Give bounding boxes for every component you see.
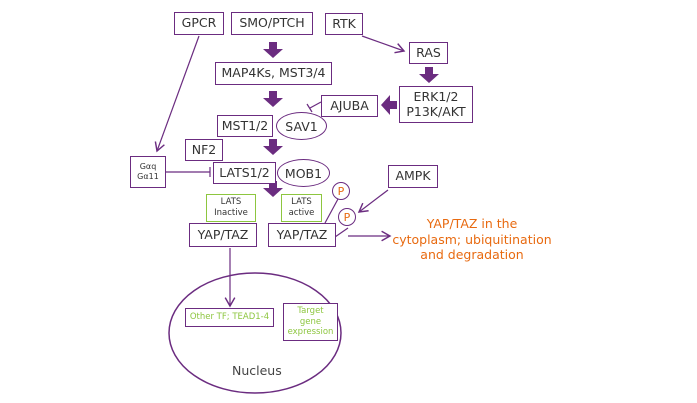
degradation-line-1: YAP/TAZ in the bbox=[426, 216, 518, 231]
degradation-label: YAP/TAZ in the cytoplasm; ubiquitination… bbox=[374, 216, 570, 263]
ras-to-erk-arrow bbox=[419, 67, 439, 83]
mst12-node: MST1/2 bbox=[217, 115, 273, 137]
pi3k-label: P13K/AKT bbox=[406, 103, 466, 119]
mob1-node: MOB1 bbox=[277, 159, 330, 187]
yap-taz-right-node: YAP/TAZ bbox=[268, 223, 336, 247]
lats-active-label-2: active bbox=[288, 208, 315, 218]
nucleus-ellipse bbox=[168, 272, 342, 394]
lats-inactive-label-2: Inactive bbox=[214, 208, 248, 218]
ampk-node: AMPK bbox=[388, 165, 438, 188]
rtk-node: RTK bbox=[325, 13, 363, 35]
ampk-to-p-arrow bbox=[357, 189, 389, 213]
gaq-label: Gαq bbox=[139, 161, 157, 171]
target-label-2: gene bbox=[299, 316, 322, 327]
gpcr-to-gaq-arrow bbox=[154, 35, 200, 153]
other-tf-box: Other TF; TEAD1-4 bbox=[185, 308, 274, 327]
target-label-1: Target bbox=[297, 306, 324, 317]
erk-label: ERK1/2 bbox=[413, 89, 459, 105]
lats-to-yap-arrow bbox=[263, 181, 283, 197]
target-gene-box: Target gene expression bbox=[283, 303, 338, 341]
ajuba-inhibit-line bbox=[309, 101, 322, 109]
nf2-node: NF2 bbox=[185, 139, 223, 161]
mst-to-lats-arrow bbox=[263, 139, 283, 155]
target-label-3: expression bbox=[287, 327, 334, 338]
ga11-label: Gα11 bbox=[137, 172, 159, 181]
erk-to-ajuba-arrow bbox=[381, 95, 397, 115]
lats-active-box: LATS active bbox=[281, 194, 322, 222]
gpcr-node: GPCR bbox=[174, 12, 224, 35]
map4k-to-mst-arrow bbox=[263, 91, 283, 107]
lats-inactive-label-1: LATS bbox=[220, 197, 242, 208]
ras-node: RAS bbox=[409, 42, 448, 64]
lats-active-label-1: LATS bbox=[291, 197, 312, 208]
sav1-node: SAV1 bbox=[276, 112, 327, 140]
ajuba-node: AJUBA bbox=[321, 95, 378, 117]
erk-pi3k-node: ERK1/2 P13K/AKT bbox=[399, 86, 473, 123]
map4ks-node: MAP4Ks, MST3/4 bbox=[215, 62, 332, 85]
smo-ptch-node: SMO/PTCH bbox=[231, 12, 313, 35]
gaq-ga11-node: Gαq Gα11 bbox=[130, 156, 166, 188]
smo-to-map4k-arrow bbox=[263, 42, 283, 58]
nucleus-label: Nucleus bbox=[232, 363, 282, 378]
degradation-line-2: cytoplasm; ubiquitination bbox=[392, 231, 552, 247]
yap-taz-left-node: YAP/TAZ bbox=[189, 223, 257, 247]
thick-arrows bbox=[263, 42, 439, 197]
lats12-node: LATS1/2 bbox=[213, 162, 276, 184]
rtk-to-ras-arrow bbox=[361, 35, 406, 54]
lats-inactive-box: LATS Inactive bbox=[206, 194, 256, 222]
degradation-line-3: and degradation bbox=[420, 247, 524, 263]
phospho-p1: P bbox=[332, 182, 350, 200]
other-tf-label: Other TF; TEAD1-4 bbox=[189, 312, 270, 323]
phospho-p2: P bbox=[338, 208, 356, 226]
